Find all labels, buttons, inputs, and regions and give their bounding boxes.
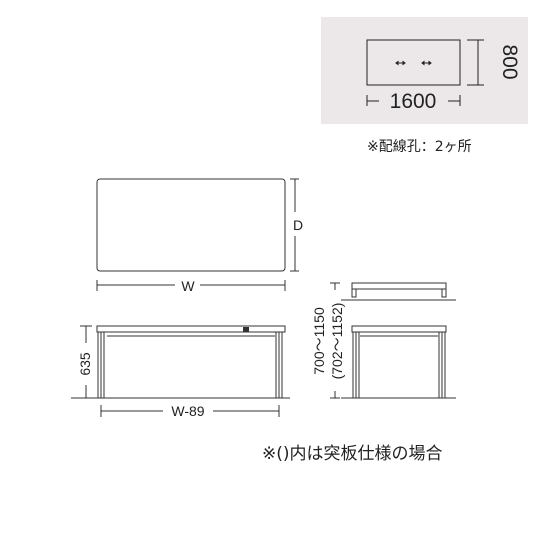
- wiring-hole-note: ※配線孔：2ヶ所: [367, 139, 472, 155]
- inset-background: [321, 17, 528, 124]
- inset-depth-label: 800: [498, 44, 521, 79]
- front-tabletop: [96, 325, 286, 333]
- inset-width-label: 1600: [390, 90, 437, 113]
- plan-width-label: W: [181, 278, 195, 294]
- inset-depth-dimension: [467, 39, 484, 86]
- wiring-hole-right: [421, 60, 432, 66]
- plan-depth-label: D: [293, 217, 303, 233]
- side-tabletop: [351, 325, 447, 333]
- side-elevation: [330, 282, 456, 399]
- plan-view: [96, 178, 299, 291]
- wiring-box: [243, 327, 249, 332]
- front-inner-width-label: W-89: [171, 403, 204, 419]
- side-top-view: [351, 282, 447, 290]
- side-height-label-veneer: (702～1152): [329, 303, 345, 380]
- inset-tabletop: [366, 39, 461, 86]
- plan-tabletop: [96, 178, 286, 272]
- inset-width-dimension: [366, 95, 461, 106]
- front-height-label: 635: [77, 352, 93, 376]
- size-inset: 1600 800: [321, 17, 528, 124]
- side-height-label: 700～1150: [311, 307, 327, 375]
- wiring-hole-left: [395, 60, 406, 66]
- veneer-footnote: ※()内は突板仕様の場合: [262, 444, 443, 464]
